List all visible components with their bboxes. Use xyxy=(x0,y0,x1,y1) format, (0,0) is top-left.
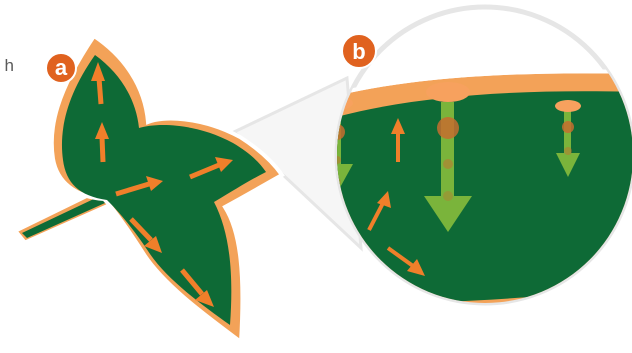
compound-leaf-body xyxy=(61,55,267,325)
leaf-arrow-lower-diagonal xyxy=(129,217,162,253)
leaf-arrow-center-right xyxy=(115,176,163,197)
leaf-arrow-bottom-diagonal xyxy=(180,268,214,307)
leaf-arrow-right xyxy=(189,157,233,180)
orange-flow-arrow-diagonal-up xyxy=(367,191,391,231)
badge-a-label: a xyxy=(55,55,68,80)
zoomed-leaf-section xyxy=(337,69,632,303)
zoomed-upper-vein xyxy=(337,69,632,132)
badge-a: a xyxy=(45,52,77,84)
leaf-arrow-left-upward xyxy=(95,122,109,163)
cropped-side-text: h xyxy=(4,56,14,75)
green-flow-arrow-center xyxy=(424,82,472,232)
orange-flow-arrow-diagonal-down xyxy=(386,246,425,276)
leaf-arrow-top-upward xyxy=(91,62,105,105)
green-flow-arrow-right xyxy=(555,100,581,177)
orange-flow-arrow-upward xyxy=(391,118,405,162)
badge-b-label: b xyxy=(352,39,365,64)
badge-b: b xyxy=(341,33,377,69)
